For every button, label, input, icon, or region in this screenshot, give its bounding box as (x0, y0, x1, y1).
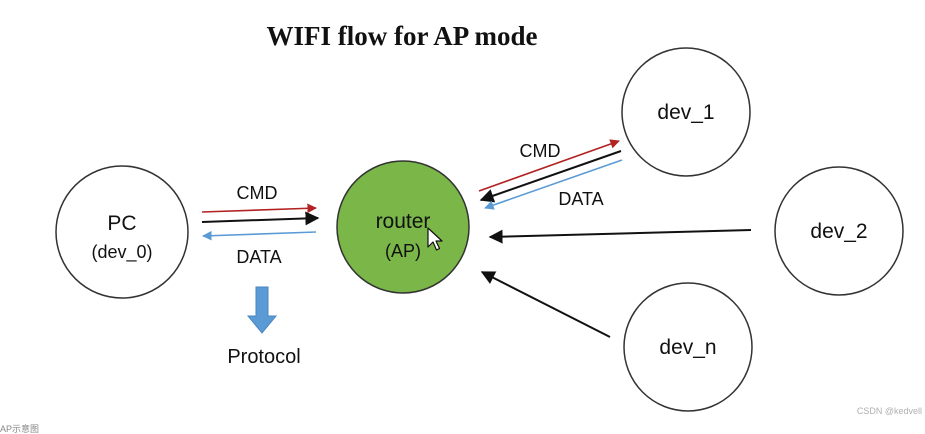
watermark: CSDN @kedvell (857, 406, 922, 416)
figure-caption: AP示意图 (0, 423, 39, 434)
diagram-title: WIFI flow for AP mode (267, 21, 538, 51)
devn-label: dev_n (659, 336, 716, 359)
devn-to-router-arrow (480, 271, 611, 338)
mouse-pointer-icon (427, 227, 443, 251)
dev1-black-arrow (479, 150, 622, 203)
dev1-circle (621, 47, 751, 177)
router-circle (336, 160, 470, 294)
devn-circle (623, 282, 753, 412)
node-pc: PC (dev_0) (55, 165, 189, 299)
pc-black-arrow (201, 211, 320, 226)
protocol-label: Protocol (227, 346, 300, 368)
node-devn: dev_n (623, 282, 753, 412)
dev2-circle (774, 166, 904, 296)
node-router: router (AP) (336, 160, 470, 294)
router-dev1-edges: CMD DATA (478, 139, 623, 210)
dev1-cmd-arrow (478, 139, 620, 192)
dev1-cmd-label: CMD (520, 141, 561, 161)
node-dev1: dev_1 (621, 47, 751, 177)
dev2-label: dev_2 (810, 220, 867, 243)
pc-label: PC (107, 212, 136, 235)
pc-cmd-label: CMD (237, 183, 278, 203)
dev2-to-router-arrow (488, 229, 752, 244)
router-sub-label: (AP) (385, 241, 421, 261)
pc-router-edges: CMD DATA (201, 183, 320, 267)
dev1-label: dev_1 (657, 101, 714, 124)
pc-data-arrow (202, 230, 317, 241)
dev1-data-label: DATA (558, 189, 603, 209)
pc-circle (55, 165, 189, 299)
protocol-group: Protocol (227, 286, 301, 368)
pc-cmd-arrow (201, 203, 317, 214)
dev1-data-arrow (484, 159, 623, 210)
node-dev2: dev_2 (774, 166, 904, 296)
pc-sub-label: (dev_0) (91, 242, 152, 263)
pc-data-label: DATA (236, 247, 281, 267)
down-arrow-icon (246, 286, 278, 334)
router-label: router (376, 210, 431, 233)
